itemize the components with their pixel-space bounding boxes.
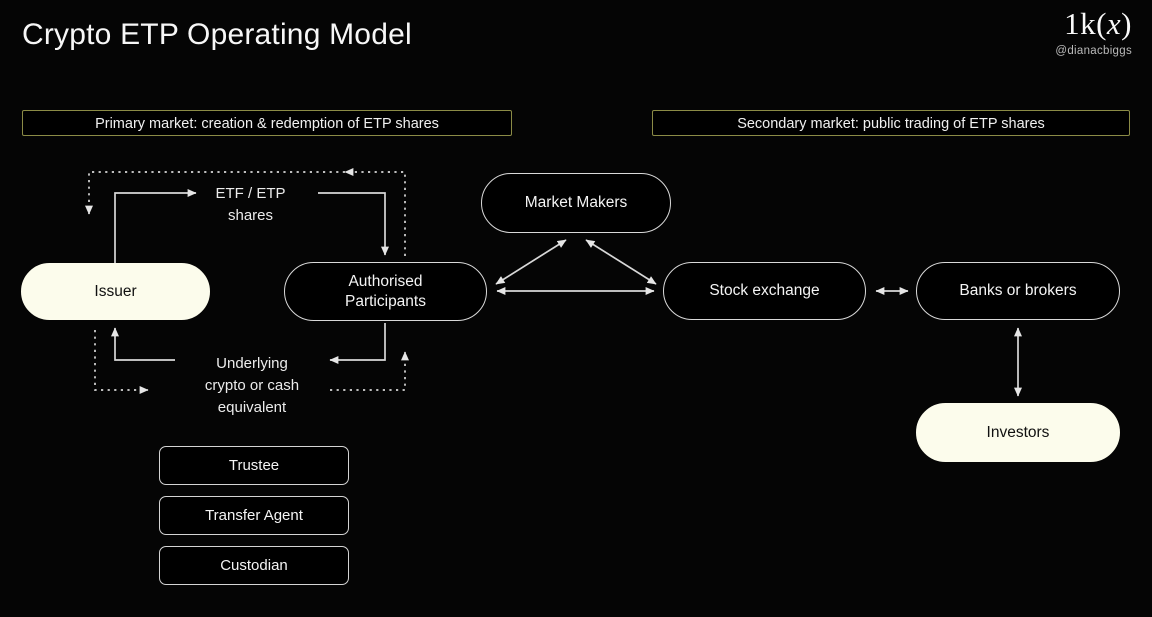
brand-logo: 1k(x) @dianacbiggs: [1055, 6, 1132, 57]
edge-ap-to-underlying: [329, 323, 386, 364]
page-title: Crypto ETP Operating Model: [22, 18, 412, 51]
logo-mark-suffix: ): [1121, 6, 1132, 41]
edge-ap-market-makers: [495, 239, 567, 285]
node-investors[interactable]: Investors: [916, 403, 1120, 462]
label-etp-shares-line1: ETF / ETP: [215, 185, 286, 202]
node-authorised-participants[interactable]: Authorised Participants: [284, 262, 487, 321]
edge-issuer-to-ap-dotted: [94, 330, 149, 394]
node-authorised-participants-line1: Authorised: [348, 273, 423, 291]
logo-mark-variable: x: [1106, 6, 1122, 41]
node-transfer-agent[interactable]: Transfer Agent: [159, 496, 349, 535]
author-handle: @dianacbiggs: [1055, 45, 1132, 57]
edge-underlying-to-issuer: [111, 327, 175, 361]
node-banks-or-brokers[interactable]: Banks or brokers: [916, 262, 1120, 320]
node-issuer[interactable]: Issuer: [21, 263, 210, 320]
label-etp-shares: ETF / ETP shares: [184, 183, 317, 227]
label-underlying-line1: Underlying: [216, 355, 288, 372]
banner-secondary-market: Secondary market: public trading of ETP …: [652, 110, 1130, 136]
label-underlying-line2: crypto or cash: [204, 376, 300, 394]
edge-ap-to-issuer-dotted-upper: [344, 168, 406, 256]
edge-etp-shares-to-ap: [318, 192, 389, 256]
logo-mark: 1k(x): [1055, 6, 1132, 42]
node-authorised-participants-line2: Participants: [345, 292, 426, 310]
edge-issuer-to-ap-dotted-upper: [330, 351, 409, 391]
logo-mark-prefix: 1k(: [1064, 6, 1107, 41]
node-market-makers[interactable]: Market Makers: [481, 173, 671, 233]
node-stock-exchange[interactable]: Stock exchange: [663, 262, 866, 320]
node-custodian[interactable]: Custodian: [159, 546, 349, 585]
label-underlying-line3: equivalent: [217, 398, 287, 416]
label-etp-shares-line2: shares: [227, 206, 274, 224]
label-underlying-assets: Underlying crypto or cash equivalent: [182, 353, 322, 418]
edge-market-makers-stock-exchange: [585, 239, 657, 285]
banner-primary-market: Primary market: creation & redemption of…: [22, 110, 512, 136]
node-trustee[interactable]: Trustee: [159, 446, 349, 485]
